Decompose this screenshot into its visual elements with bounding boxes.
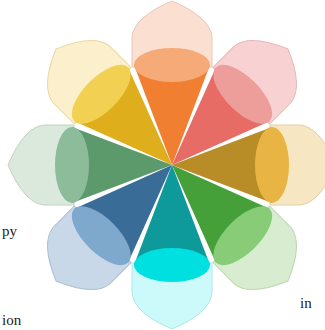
text-fragment: py: [2, 224, 17, 239]
text-fragment: ion: [2, 313, 21, 328]
text-fragment: in: [300, 296, 312, 311]
petal-up-left: [28, 21, 201, 194]
